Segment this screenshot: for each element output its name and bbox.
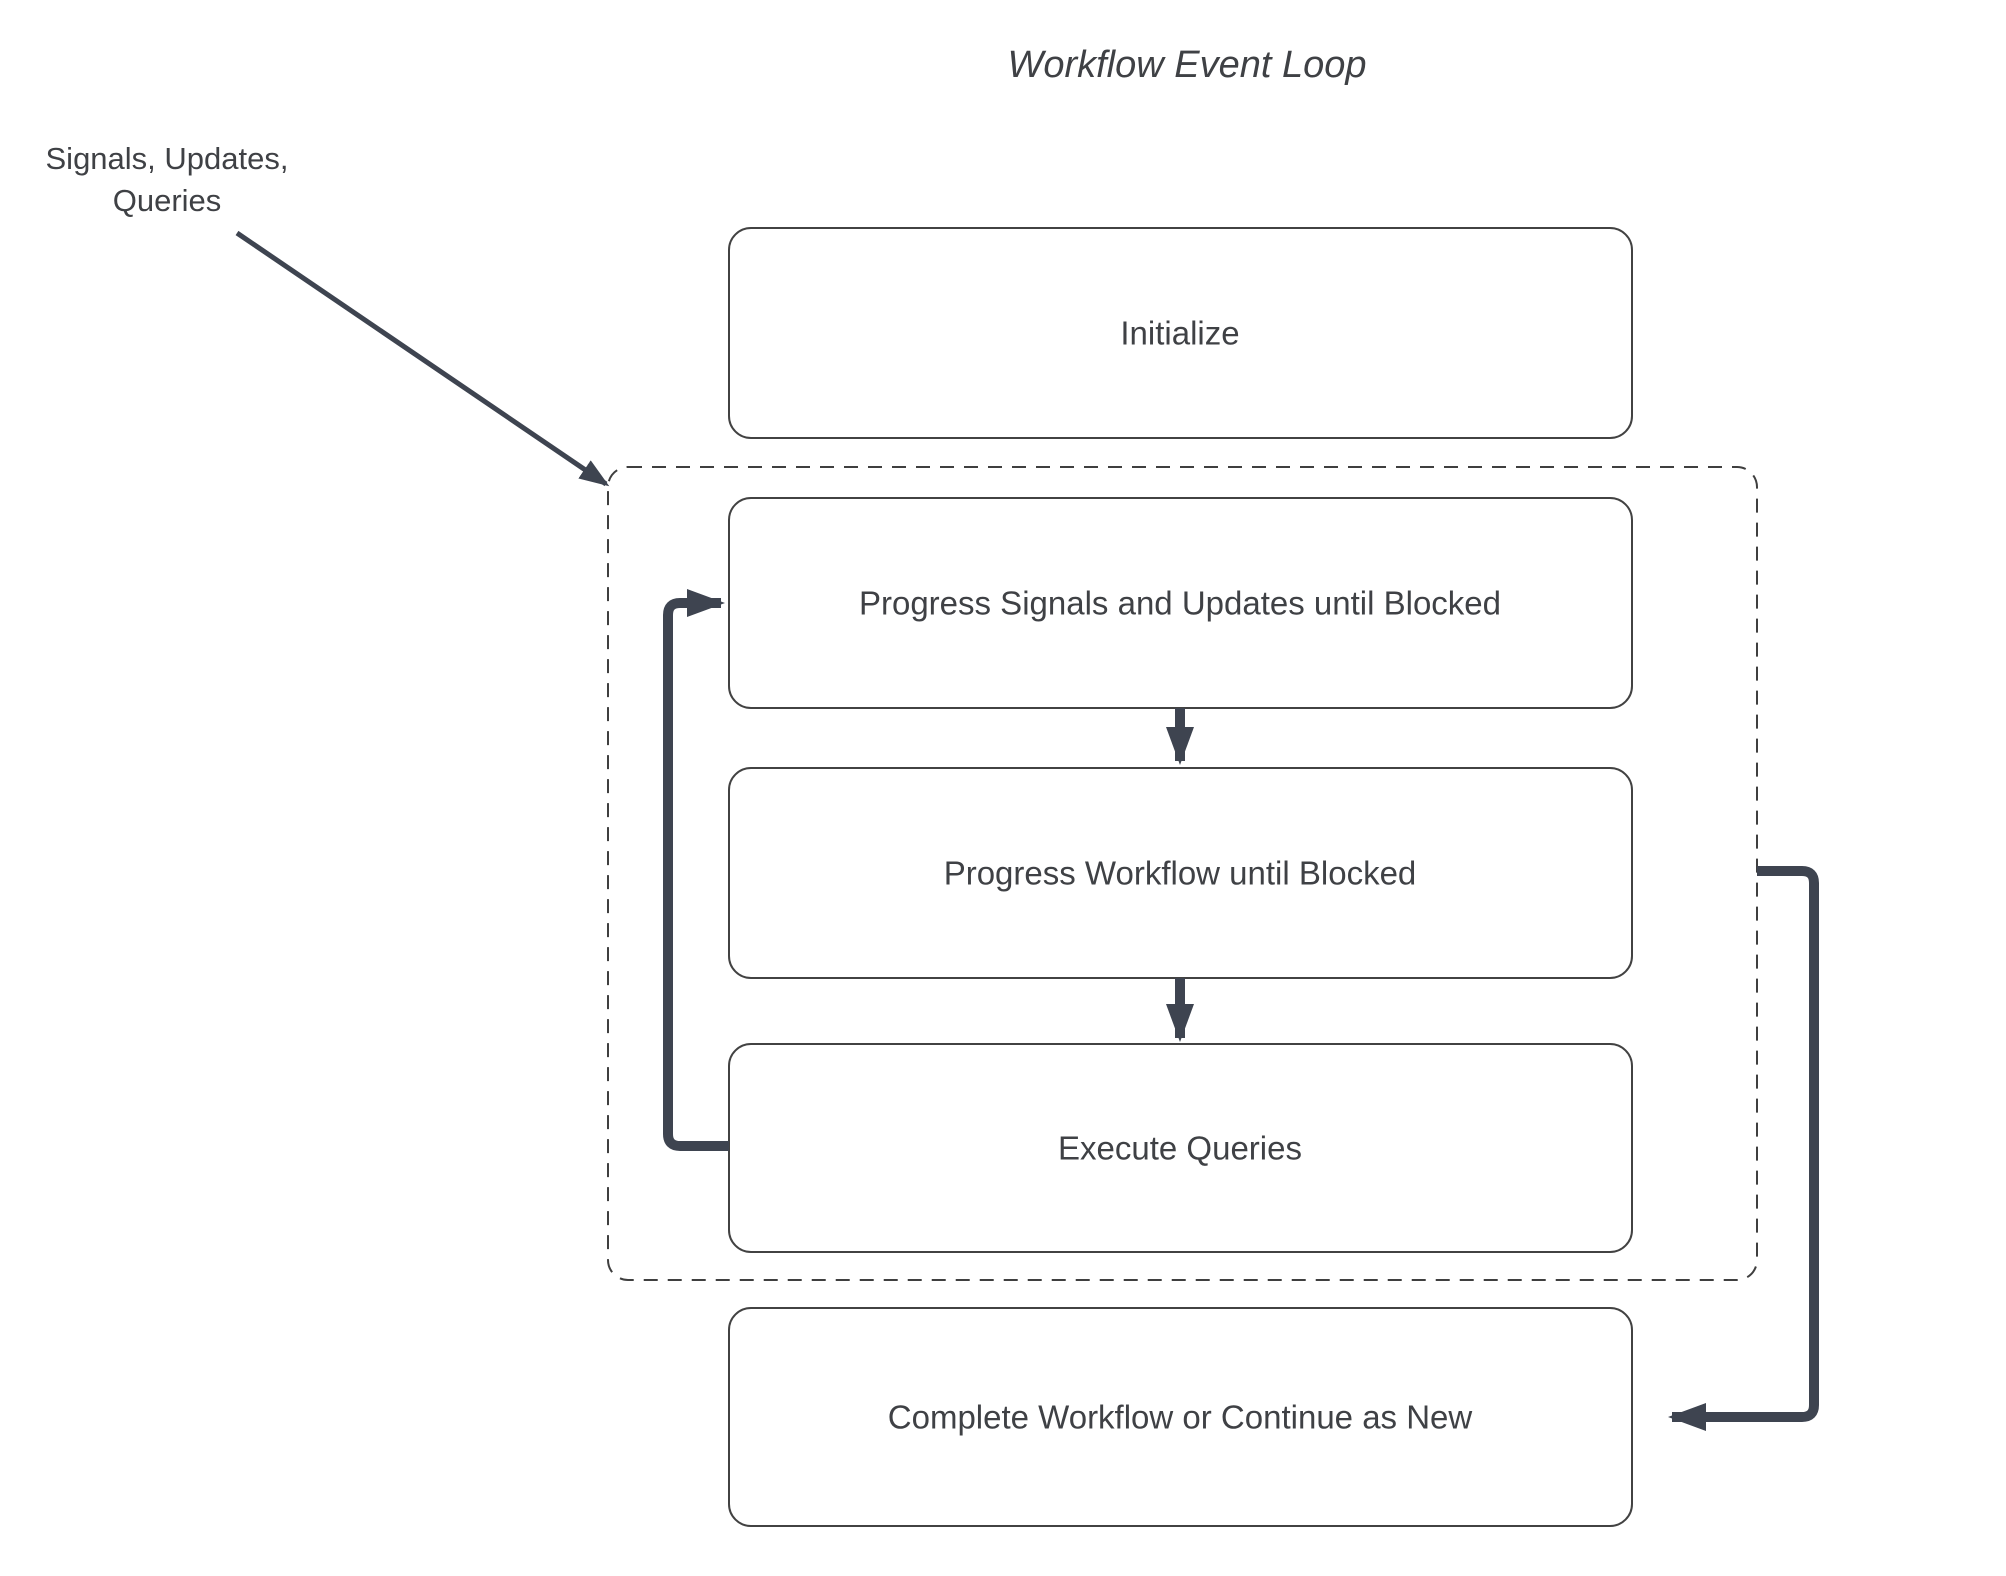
- edge-boundary-to-complete-arrow: [1668, 866, 1819, 1431]
- node-progress-signals: Progress Signals and Updates until Block…: [728, 497, 1633, 709]
- node-initialize-shape: [728, 227, 1633, 439]
- diagram-title: Workflow Event Loop: [1007, 44, 1366, 86]
- node-initialize: Initialize: [728, 227, 1633, 439]
- signals-updates-queries-annotation: Signals, Updates, Queries: [46, 141, 289, 218]
- node-initialize-label: Initialize: [1120, 315, 1239, 352]
- node-complete-workflow: Complete Workflow or Continue as New: [728, 1307, 1633, 1527]
- annotation-line-1: Signals, Updates,: [46, 141, 289, 176]
- edge-queries-loop-to-signals-arrow: [663, 589, 729, 1151]
- node-execute-queries: Execute Queries: [728, 1043, 1633, 1253]
- edge-annotation-to-boundary-arrow: [235, 230, 610, 487]
- node-progress-signals-label: Progress Signals and Updates until Block…: [859, 585, 1501, 622]
- node-complete-workflow-shape: [728, 1307, 1633, 1527]
- event-loop-boundary: [607, 466, 1758, 1281]
- annotation-line-2: Queries: [113, 183, 222, 218]
- node-progress-workflow: Progress Workflow until Blocked: [728, 767, 1633, 979]
- node-execute-queries-label: Execute Queries: [1058, 1130, 1302, 1167]
- node-complete-workflow-label: Complete Workflow or Continue as New: [888, 1399, 1473, 1436]
- node-progress-workflow-label: Progress Workflow until Blocked: [944, 855, 1417, 892]
